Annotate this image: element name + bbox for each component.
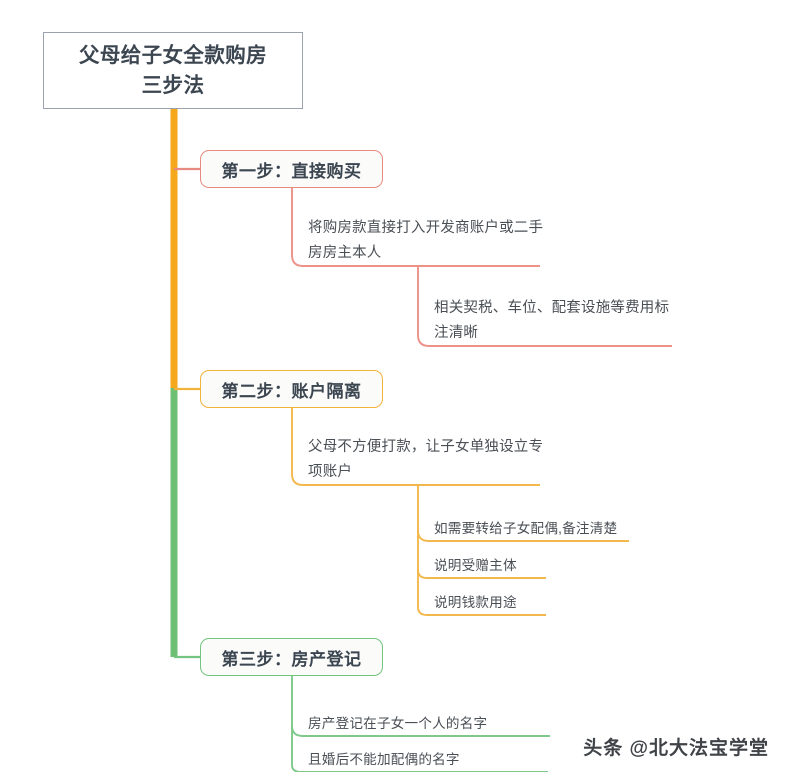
leaf-step-1-item-2[interactable]: 相关契税、车位、配套设施等费用标 注清晰 — [434, 300, 670, 341]
branch-node-step-3[interactable]: 第三步：房产登记 — [200, 638, 383, 676]
leaf-step-2-item-1[interactable]: 父母不方便打款，让子女单独设立专 项账户 — [308, 439, 544, 480]
branch-node-step-3-label: 第三步：房产登记 — [221, 649, 362, 669]
mindmap-title-box[interactable]: 父母给子女全款购房 三步法 — [43, 32, 303, 109]
leaf-step-2-item-2[interactable]: 如需要转给子女配偶,备注清楚 — [434, 521, 618, 536]
branch-node-step-1-label: 第一步：直接购买 — [221, 161, 362, 181]
branch-node-step-2-label: 第二步：账户隔离 — [221, 381, 362, 401]
leaf-step-2-item-3[interactable]: 说明受赠主体 — [434, 558, 517, 573]
branch-node-step-1[interactable]: 第一步：直接购买 — [200, 150, 383, 188]
watermark-attribution: 头条 @北大法宝学堂 — [583, 738, 769, 759]
leaf-step-2-item-4[interactable]: 说明钱款用途 — [434, 595, 517, 610]
page-title: 父母给子女全款购房 三步法 — [78, 44, 268, 97]
leaf-step-3-item-1[interactable]: 房产登记在子女一个人的名字 — [308, 716, 488, 731]
leaf-step-1-item-1[interactable]: 将购房款直接打入开发商账户或二手 房房主本人 — [308, 220, 544, 261]
leaf-step-3-item-2[interactable]: 且婚后不能加配偶的名字 — [308, 752, 460, 767]
branch-node-step-2[interactable]: 第二步：账户隔离 — [200, 370, 383, 408]
